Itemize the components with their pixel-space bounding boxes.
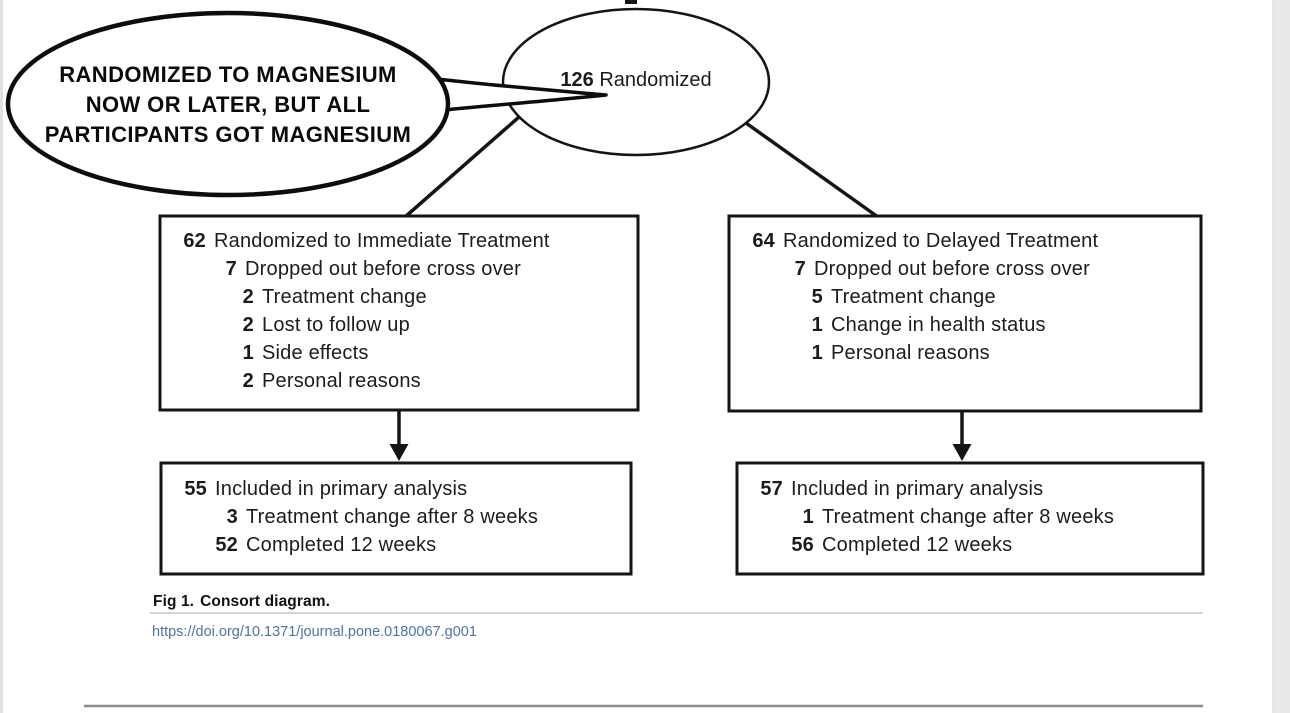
- speech-bubble-text: RANDOMIZED TO MAGNESIUM NOW OR LATER, BU…: [18, 60, 438, 150]
- speech-bubble: [5, 10, 451, 198]
- randomized-text: Randomized: [599, 69, 712, 91]
- figure-title: Consort diagram.: [200, 593, 330, 610]
- box-delayed-analysis: [735, 461, 1205, 576]
- figure-caption: Fig 1. Consort diagram.: [153, 593, 330, 611]
- figure-number: Fig 1.: [153, 593, 195, 610]
- speech-bubble-line: NOW OR LATER, BUT ALL: [85, 92, 371, 117]
- scrollbar-track[interactable]: [1273, 0, 1290, 713]
- speech-bubble-line: PARTICIPANTS GOT MAGNESIUM: [44, 122, 412, 147]
- randomized-count: 126: [560, 69, 594, 91]
- doi-link[interactable]: https://doi.org/10.1371/journal.pone.018…: [152, 624, 477, 640]
- connector-to-immediate: [403, 115, 521, 219]
- speech-bubble-line: RANDOMIZED TO MAGNESIUM: [59, 62, 397, 87]
- down-arrow-left-head: [389, 444, 409, 461]
- randomized-node-label: 126 Randomized: [503, 69, 769, 92]
- box-immediate-analysis: [159, 461, 633, 576]
- connector-to-delayed: [744, 121, 880, 219]
- randomized-ellipse: [501, 7, 771, 157]
- box-delayed-treatment: [727, 214, 1203, 413]
- down-arrow-right-head: [952, 444, 972, 461]
- speech-bubble-tail: [435, 77, 608, 113]
